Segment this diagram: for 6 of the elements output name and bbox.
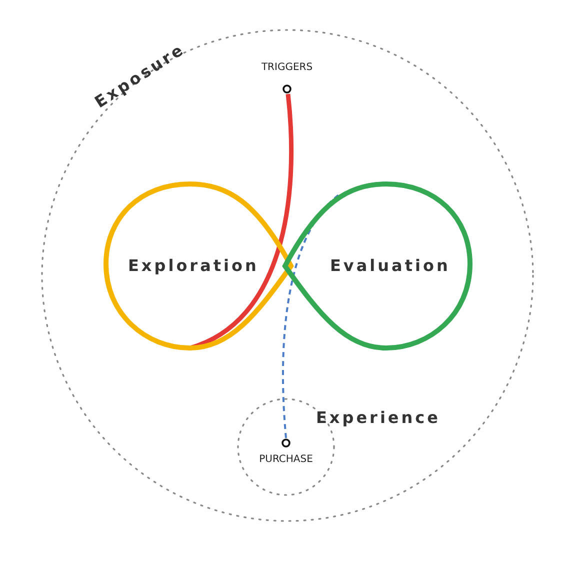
circle-label: Experience: [316, 408, 441, 427]
loop-label: Exploration: [128, 256, 259, 275]
point-label: PURCHASE: [258, 454, 314, 465]
point-label: TRIGGERS: [260, 62, 314, 73]
loop-label: Evaluation: [330, 256, 450, 275]
dashed-path-line: [282, 193, 341, 438]
